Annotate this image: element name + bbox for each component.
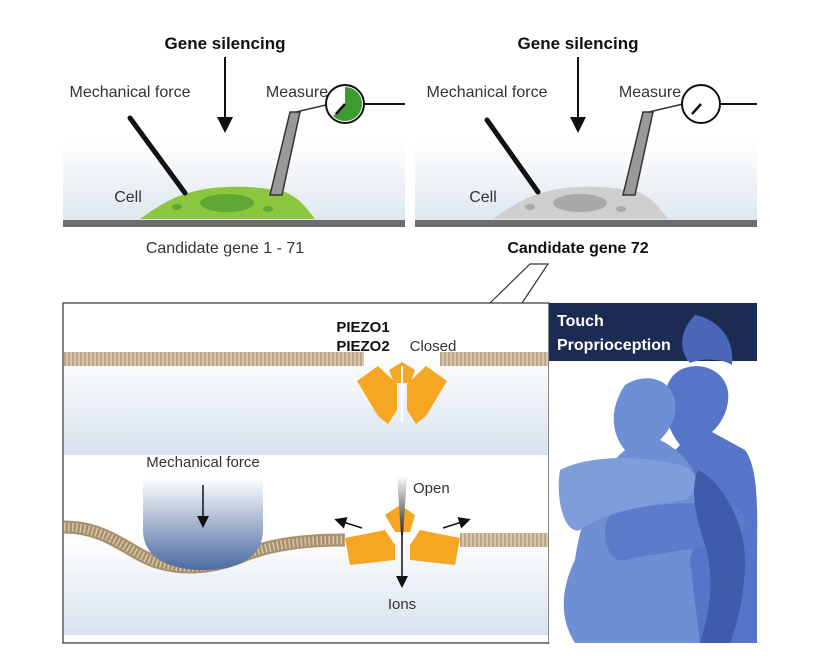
cell-label: Cell bbox=[114, 189, 142, 206]
force-probe bbox=[127, 115, 188, 196]
gene-silencing-label: Gene silencing bbox=[518, 34, 639, 53]
closed-label: Closed bbox=[410, 338, 457, 355]
measure-label: Measure bbox=[266, 84, 328, 101]
measure-wire bbox=[648, 103, 684, 113]
organelle bbox=[525, 204, 535, 210]
organelle bbox=[263, 206, 273, 212]
piezo2-label: PIEZO2 bbox=[336, 338, 389, 355]
ion-flow-cone-icon bbox=[397, 476, 407, 535]
expand-left-arrow-icon bbox=[334, 517, 363, 529]
candidate-gene-caption: Candidate gene 1 - 71 bbox=[146, 240, 304, 257]
substrate-bar bbox=[415, 220, 757, 227]
ions-label: Ions bbox=[388, 596, 416, 613]
organelle bbox=[616, 206, 626, 212]
substrate-bar bbox=[63, 220, 405, 227]
assay-panel-right: Gene silencing Mechanical force Measure … bbox=[415, 34, 757, 257]
inset-upper-bg bbox=[64, 355, 548, 455]
membrane-closed-left bbox=[64, 352, 364, 366]
gene-silencing-label: Gene silencing bbox=[165, 34, 286, 53]
gauge-needle-icon bbox=[691, 103, 702, 115]
cell-nucleus bbox=[200, 194, 254, 212]
membrane-open-right bbox=[460, 533, 548, 547]
piezo-inset: PIEZO1 PIEZO2 Closed Mechanical force Op… bbox=[62, 302, 550, 644]
force-probe bbox=[484, 117, 541, 195]
gauge-fill bbox=[333, 86, 363, 121]
organelle bbox=[172, 204, 182, 210]
mechanical-force-label: Mechanical force bbox=[70, 84, 191, 101]
membrane-closed-right bbox=[440, 352, 548, 366]
touch-label: Touch bbox=[557, 313, 604, 330]
cell-label: Cell bbox=[469, 189, 497, 206]
measure-wire bbox=[295, 103, 331, 113]
callout-connector bbox=[489, 263, 550, 304]
touch-proprioception-panel: Touch Proprioception bbox=[549, 303, 758, 643]
open-label: Open bbox=[413, 480, 450, 497]
piezo1-label: PIEZO1 bbox=[336, 319, 389, 336]
mechanical-force-label: Mechanical force bbox=[146, 454, 259, 471]
candidate-gene-caption: Candidate gene 72 bbox=[507, 240, 648, 257]
hugging-figures-illustration bbox=[558, 315, 758, 643]
mechanical-force-label: Mechanical force bbox=[427, 84, 548, 101]
piezo-channel-closed bbox=[357, 362, 447, 424]
gauge-needle-icon bbox=[335, 103, 346, 115]
cell-nucleus bbox=[553, 194, 607, 212]
proprioception-label: Proprioception bbox=[557, 337, 671, 354]
expand-right-arrow-icon bbox=[442, 517, 471, 529]
measure-label: Measure bbox=[619, 84, 681, 101]
assay-panel-left: Gene silencing Mechanical force Measure … bbox=[63, 34, 405, 257]
